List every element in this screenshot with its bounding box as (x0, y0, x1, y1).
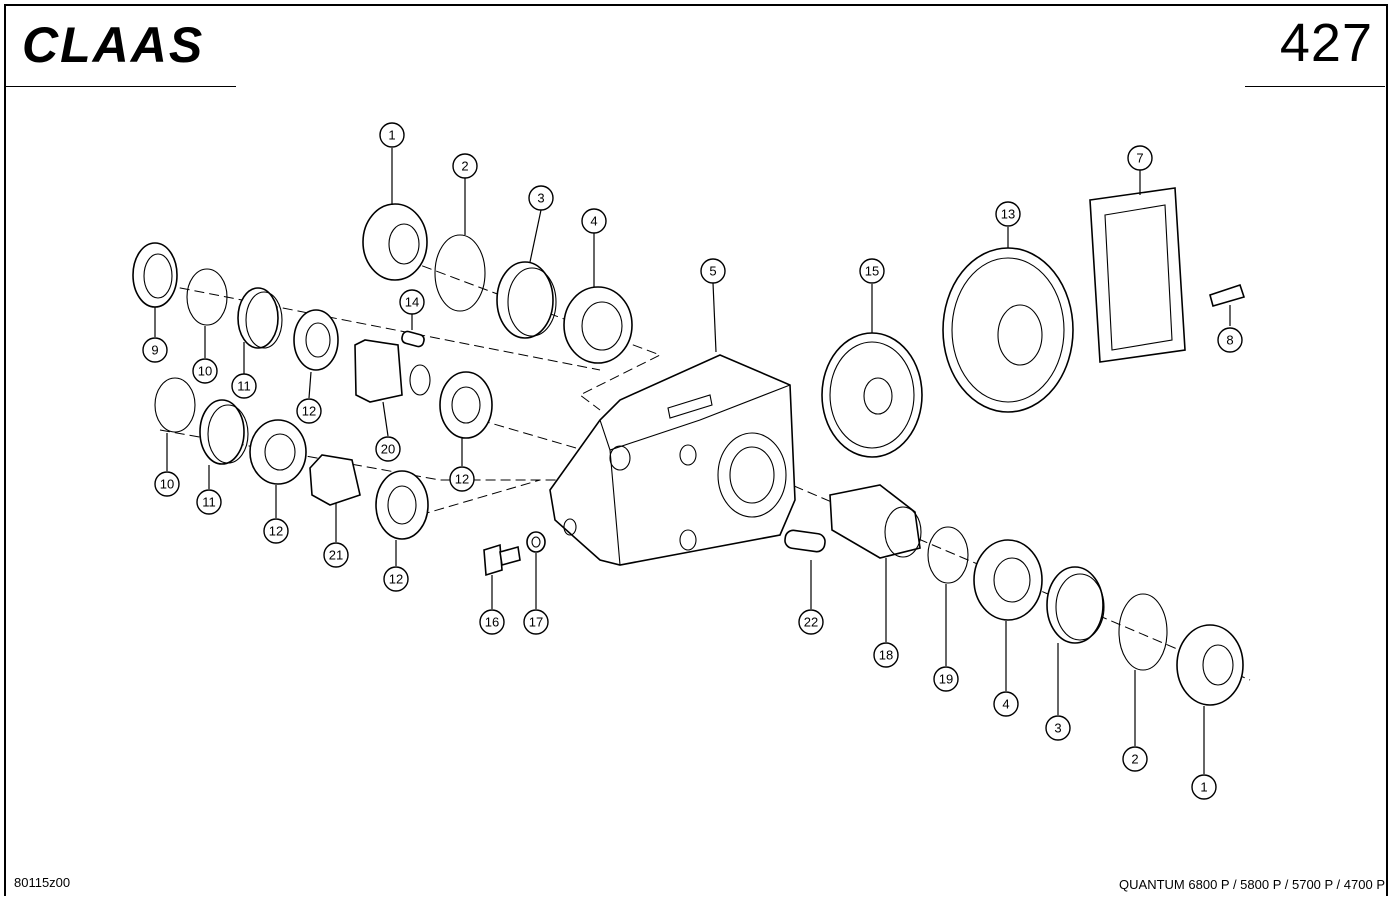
callout-1-bottom: 1 (1191, 774, 1217, 800)
parts-bolt-washer (483, 531, 546, 577)
header-rule-right (1245, 86, 1385, 87)
svg-text:21: 21 (329, 548, 343, 563)
svg-text:15: 15 (865, 264, 879, 279)
svg-text:14: 14 (405, 295, 419, 310)
svg-text:4: 4 (590, 214, 597, 229)
callout-10-upper: 10 (192, 358, 218, 384)
callout-9: 9 (142, 337, 168, 363)
svg-text:17: 17 (529, 615, 543, 630)
callout-8: 8 (1217, 327, 1243, 353)
callout-10-lower: 10 (154, 471, 180, 497)
svg-text:8: 8 (1226, 333, 1233, 348)
header-rule-left (6, 86, 236, 87)
svg-text:3: 3 (1054, 721, 1061, 736)
svg-text:16: 16 (485, 615, 499, 630)
svg-text:18: 18 (879, 648, 893, 663)
callout-12-upper-right: 12 (449, 466, 475, 492)
svg-text:4: 4 (1002, 697, 1009, 712)
svg-text:13: 13 (1001, 207, 1015, 222)
svg-text:5: 5 (709, 264, 716, 279)
svg-text:22: 22 (804, 615, 818, 630)
callout-1-top: 1 (379, 122, 405, 148)
svg-text:12: 12 (302, 404, 316, 419)
leader-lines (154, 148, 1231, 774)
parts-upper-left (132, 242, 493, 439)
callout-22: 22 (798, 609, 824, 635)
callout-18: 18 (873, 642, 899, 668)
svg-text:12: 12 (455, 472, 469, 487)
callout-11-upper: 11 (231, 373, 257, 399)
svg-text:CLAAS: CLAAS (22, 22, 204, 68)
svg-text:1: 1 (388, 128, 395, 143)
svg-text:2: 2 (1131, 752, 1138, 767)
claas-logo: CLAAS (22, 22, 204, 68)
callout-13: 13 (995, 201, 1021, 227)
callout-5: 5 (700, 258, 726, 284)
callout-2-top: 2 (452, 153, 478, 179)
parts-gears (821, 187, 1246, 458)
svg-text:11: 11 (202, 495, 216, 510)
callout-21: 21 (323, 542, 349, 568)
svg-text:10: 10 (160, 477, 174, 492)
svg-text:11: 11 (237, 379, 251, 394)
svg-text:2: 2 (461, 159, 468, 174)
callout-4-bottom: 4 (993, 691, 1019, 717)
svg-text:20: 20 (381, 442, 395, 457)
drawing-code: 80115z00 (14, 875, 71, 890)
callout-2-bottom: 2 (1122, 746, 1148, 772)
svg-text:7: 7 (1136, 151, 1143, 166)
svg-text:3: 3 (537, 191, 544, 206)
callout-12-lower-left: 12 (263, 518, 289, 544)
page-number: 427 (1279, 13, 1373, 73)
callout-3-top: 3 (528, 185, 554, 211)
svg-text:12: 12 (389, 572, 403, 587)
parts-top-chain (362, 203, 633, 364)
callout-3-bottom: 3 (1045, 715, 1071, 741)
model-list: QUANTUM 6800 P / 5800 P / 5700 P / 4700 … (1119, 877, 1385, 892)
callout-7: 7 (1127, 145, 1153, 171)
parts-lower-left (154, 377, 429, 540)
svg-text:12: 12 (269, 524, 283, 539)
svg-text:9: 9 (151, 343, 158, 358)
page-frame (4, 4, 1388, 896)
callout-15: 15 (859, 258, 885, 284)
callout-4-top: 4 (581, 208, 607, 234)
gearbox-housing (549, 354, 796, 566)
svg-text:19: 19 (939, 672, 953, 687)
callout-14: 14 (399, 289, 425, 315)
callout-16: 16 (479, 609, 505, 635)
svg-text:10: 10 (198, 364, 212, 379)
parts-lower-right (784, 484, 1244, 706)
callout-12-lower-right: 12 (383, 566, 409, 592)
callout-19: 19 (933, 666, 959, 692)
callout-17: 17 (523, 609, 549, 635)
callout-12-upper-left: 12 (296, 398, 322, 424)
callout-11-lower: 11 (196, 489, 222, 515)
svg-text:1: 1 (1200, 780, 1207, 795)
callout-20: 20 (375, 436, 401, 462)
